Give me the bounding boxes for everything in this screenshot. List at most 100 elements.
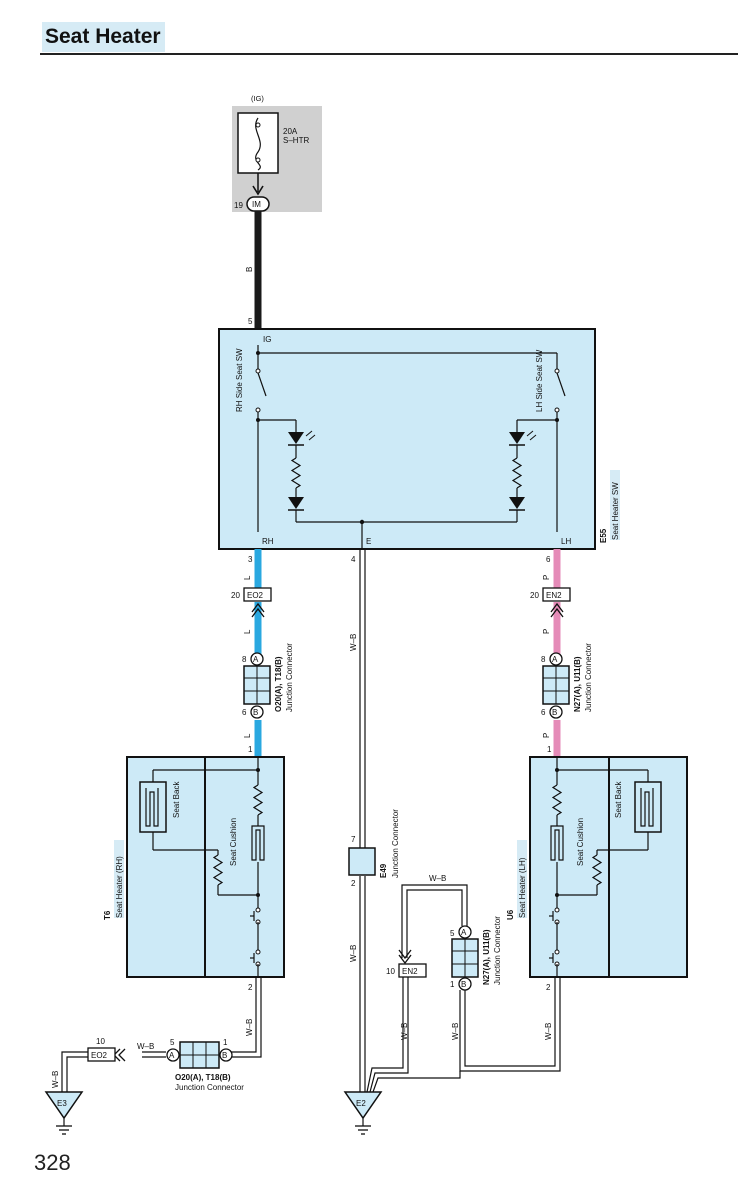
wire-l-rh [251,549,265,757]
svg-text:Seat Back: Seat Back [172,781,181,818]
pin-lh: 6 [546,555,551,564]
svg-text:B: B [461,980,466,989]
seat-heater-lh: Seat Back Seat Cushion [529,756,688,978]
rh-led-icon [288,432,304,444]
switch-rh-label: RH [262,537,274,546]
wire-p-label-3: P [542,733,551,738]
rh-back-heater-icon [145,788,159,827]
svg-text:A: A [461,928,467,937]
wire-wb-rh-label-3: W–B [51,1071,60,1088]
svg-text:8: 8 [541,655,546,664]
connector-en2-top-pin: 20 [530,591,539,600]
svg-text:Seat Cushion: Seat Cushion [576,818,585,866]
svg-text:5: 5 [450,929,455,938]
rh-sw-label: RH Side Seat SW [235,348,244,412]
svg-text:1: 1 [450,980,455,989]
page-title: Seat Heater [42,22,165,52]
switch-e-label: E [366,537,371,546]
svg-text:A: A [552,655,558,664]
seat-heater-rh: Seat Back Seat Cushion [126,756,285,978]
lh-switch-icon [556,372,566,397]
wire-p-label-1: P [542,575,551,580]
title-rule [40,53,738,55]
fuse-connector: IM [252,200,261,209]
pin-rh: 3 [248,555,253,564]
ground-e2: E2 [343,1091,383,1135]
connector-eo2-top-pin: 20 [231,591,240,600]
lh-heater-pin2: 2 [546,983,551,992]
connector-eo2-top [243,587,272,602]
rh-jc2-name: Junction Connector [175,1083,244,1092]
svg-text:6: 6 [242,708,247,717]
wire-wb-lh-label-3: W–B [451,1023,460,1040]
wire-wb-center [359,549,366,1092]
connector-en2-bottom-pin: 10 [386,967,395,976]
rh-junction-connector: 8 A B 6 O20(A), T18(B) Junction Connecto… [242,643,294,719]
rh-heater-pin2: 2 [248,983,253,992]
rh-switch-icon [257,372,267,397]
svg-text:1: 1 [223,1038,228,1047]
lh-heater-code: U6 [506,909,515,920]
wire-wb-lh-label-4: W–B [544,1023,553,1040]
ground-e3-icon [44,1091,84,1120]
e49-pin2: 2 [351,879,356,888]
switch-code: E55 [599,528,608,543]
svg-text:E2: E2 [356,1099,366,1108]
wire-wb-label-1: W–B [349,634,358,651]
e49-pin7: 7 [351,835,356,844]
lh-cushion-heater-icon [550,825,564,861]
lh-junction-connector: 8 A B 6 N27(A), U11(B) Junction Connecto… [541,643,593,719]
lh-jc-name: Junction Connector [584,643,593,712]
rh-jc-code: O20(A), T18(B) [274,656,283,712]
wire-l-label-3: L [243,733,252,738]
wire-b-label: B [245,267,254,272]
pin-e: 4 [351,555,356,564]
svg-text:A: A [253,655,259,664]
pin-lh-heater: 1 [547,745,552,754]
lh-jc2-name: Junction Connector [493,916,502,985]
connector-eo2-bottom [87,1047,116,1062]
lh-jc2-code: N27(A), U11(B) [482,929,491,985]
page-number: 328 [34,1150,71,1175]
svg-text:E3: E3 [57,1099,67,1108]
rh-heater-code: T6 [103,910,112,920]
pin-rh-heater: 1 [248,745,253,754]
fuse-rating: 20A [283,127,298,136]
svg-text:5: 5 [170,1038,175,1047]
lh-jc-code: N27(A), U11(B) [573,656,582,712]
wire-wb-lh-label-2: W–B [400,1023,409,1040]
e49-code: E49 [379,863,388,878]
svg-text:A: A [169,1051,175,1060]
connector-en2-top [542,587,571,602]
lh-led-icon [509,432,525,444]
wire-wb-label-2: W–B [349,945,358,962]
wire-l-label-1: L [243,575,252,580]
lh-diode-icon [509,497,525,509]
fuse-icon [255,117,261,171]
wire-wb-lh [366,884,561,1093]
wire-wb-rh-label-2: W–B [137,1042,154,1051]
wire-p-label-2: P [542,629,551,634]
pin-ig: 5 [248,317,253,326]
lh-heater-name: Seat Heater (LH) [518,857,527,918]
fuse-pin: 19 [234,201,243,210]
lh-junction-connector-bottom: 5 A B 1 N27(A), U11(B) Junction Connecto… [450,916,502,991]
svg-text:B: B [222,1051,227,1060]
junction-e49 [348,847,376,876]
svg-text:8: 8 [242,655,247,664]
svg-text:Seat Cushion: Seat Cushion [229,818,238,866]
connector-eo2-bottom-pin: 10 [96,1037,105,1046]
svg-text:B: B [552,708,557,717]
wire-wb-rh [61,977,262,1092]
lh-sw-label: LH Side Seat SW [535,349,544,412]
switch-lh-label: LH [561,537,571,546]
fuse-block: (IG) 20A S–HTR IM 19 [232,94,322,212]
svg-text:B: B [253,708,258,717]
connector-en2-bottom-label: EN2 [402,967,418,976]
rh-cushion-heater-icon [251,825,265,861]
wire-wb-rh-label-1: W–B [245,1019,254,1036]
wire-p-lh [550,549,564,757]
seat-heater-switch: IG RH Side Seat SW LH Side Seat SW [218,328,620,550]
e49-name: Junction Connector [391,809,400,878]
